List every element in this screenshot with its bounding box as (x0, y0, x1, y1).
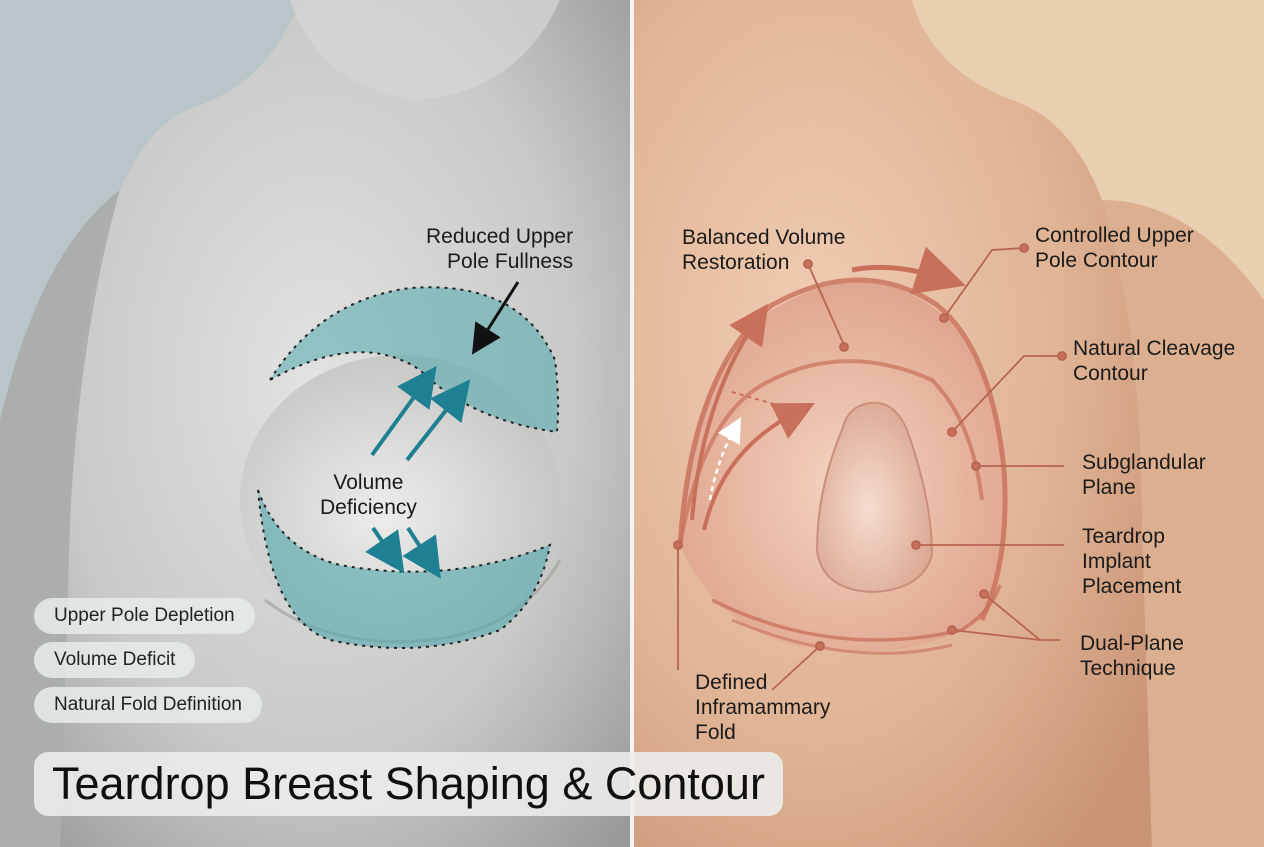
left-sweep-arrow-2 (702, 402, 815, 531)
leader-fold (771, 645, 821, 691)
callout-reduced-line-1: Reduced Upper (426, 225, 574, 248)
label-subglandular-line-2: Plane (1082, 476, 1136, 499)
leader-dot-controlled-start (1019, 243, 1029, 253)
pill-natural-fold-definition: Natural Fold Definition (34, 687, 262, 723)
callout-volume-line-2: Deficiency (320, 496, 417, 519)
before-illustration (0, 0, 632, 847)
callout-volume-deficiency: Volume Deficiency (320, 470, 417, 520)
label-natural-cleavage: Natural Cleavage Contour (1073, 336, 1235, 386)
label-balanced-volume: Balanced Volume Restoration (682, 225, 845, 275)
leader-dot-dual-1 (979, 589, 989, 599)
label-controlled-line-1: Controlled Upper (1035, 224, 1194, 247)
upper-pole-outline (269, 286, 560, 434)
label-teardrop-line-2: Implant (1082, 550, 1151, 573)
label-subglandular-line-1: Subglandular (1082, 451, 1206, 474)
leader-dot-cleavage (947, 427, 957, 437)
label-balanced-line-1: Balanced Volume (682, 226, 846, 249)
upper-sweep-arrow (851, 246, 966, 295)
teardrop-implant (815, 401, 934, 594)
lower-pole-region (258, 490, 550, 648)
leader-controlled (943, 247, 1025, 319)
leader-dot-balanced (839, 342, 849, 352)
label-dual-line-2: Technique (1080, 657, 1176, 680)
neck-shadow (290, 0, 560, 100)
label-fold-line-1: Defined (695, 671, 768, 694)
leader-dot-teardrop (911, 540, 921, 550)
pill-volume-deficit: Volume Deficit (34, 642, 196, 678)
leader-dot-cleavage-start (1057, 351, 1067, 361)
leader-dot-subglandular (971, 461, 981, 471)
outer-contour (677, 277, 1008, 622)
title-banner: Teardrop Breast Shaping & Contour (34, 752, 783, 816)
label-subglandular-plane: Subglandular Plane (1082, 450, 1206, 500)
label-cleavage-line-1: Natural Cleavage (1073, 337, 1236, 360)
volume-arrow-up-2 (405, 379, 471, 462)
label-teardrop-line-3: Placement (1082, 575, 1182, 598)
volume-arrow-down-1 (365, 526, 405, 574)
leader-balanced (807, 263, 845, 346)
left-sweep-arrow-1 (690, 303, 769, 521)
label-dual-line-1: Dual-Plane (1080, 632, 1184, 655)
label-controlled-line-2: Pole Contour (1035, 249, 1158, 272)
arm-shape (1102, 200, 1264, 847)
label-cleavage-line-2: Contour (1073, 362, 1148, 385)
leader-dot-fold (815, 641, 825, 651)
volume-arrow-down-2 (402, 526, 441, 579)
lower-fold-2 (731, 618, 953, 655)
lower-pole-outline (257, 489, 552, 649)
leader-dual-2 (951, 629, 1041, 641)
left-sweep-arrow-white (708, 417, 742, 501)
inner-contour (678, 359, 984, 546)
label-fold-line-2: Inframammary (695, 696, 831, 719)
label-dual-plane: Dual-Plane Technique (1080, 631, 1184, 681)
lower-fold-1 (711, 584, 1002, 642)
leader-cleavage (951, 355, 1062, 433)
volume-arrow-up-1 (370, 365, 437, 457)
before-panel (0, 0, 632, 847)
label-teardrop-implant: Teardrop Implant Placement (1082, 524, 1181, 599)
leader-dot-dual-2 (947, 625, 957, 635)
after-illustration (632, 0, 1264, 847)
label-teardrop-line-1: Teardrop (1082, 525, 1165, 548)
panel-divider (630, 0, 634, 847)
reduced-pole-arrow (471, 281, 520, 355)
leader-dot-balanced-start (803, 259, 813, 269)
leader-dot-fold-vertical (673, 540, 683, 550)
label-inframammary-fold: Defined Inframammary Fold (695, 670, 830, 745)
after-panel (632, 0, 1264, 847)
callout-reduced-upper-pole: Reduced Upper Pole Fullness (426, 224, 573, 274)
label-fold-line-3: Fold (695, 721, 736, 744)
callout-volume-line-1: Volume (333, 471, 404, 494)
pill-upper-pole-depletion: Upper Pole Depletion (34, 598, 255, 634)
label-controlled-upper-pole: Controlled Upper Pole Contour (1035, 223, 1194, 273)
label-balanced-line-2: Restoration (682, 251, 790, 274)
arm-shape (0, 190, 120, 847)
callout-reduced-line-2: Pole Fullness (447, 250, 574, 273)
leader-dot-controlled (939, 313, 949, 323)
